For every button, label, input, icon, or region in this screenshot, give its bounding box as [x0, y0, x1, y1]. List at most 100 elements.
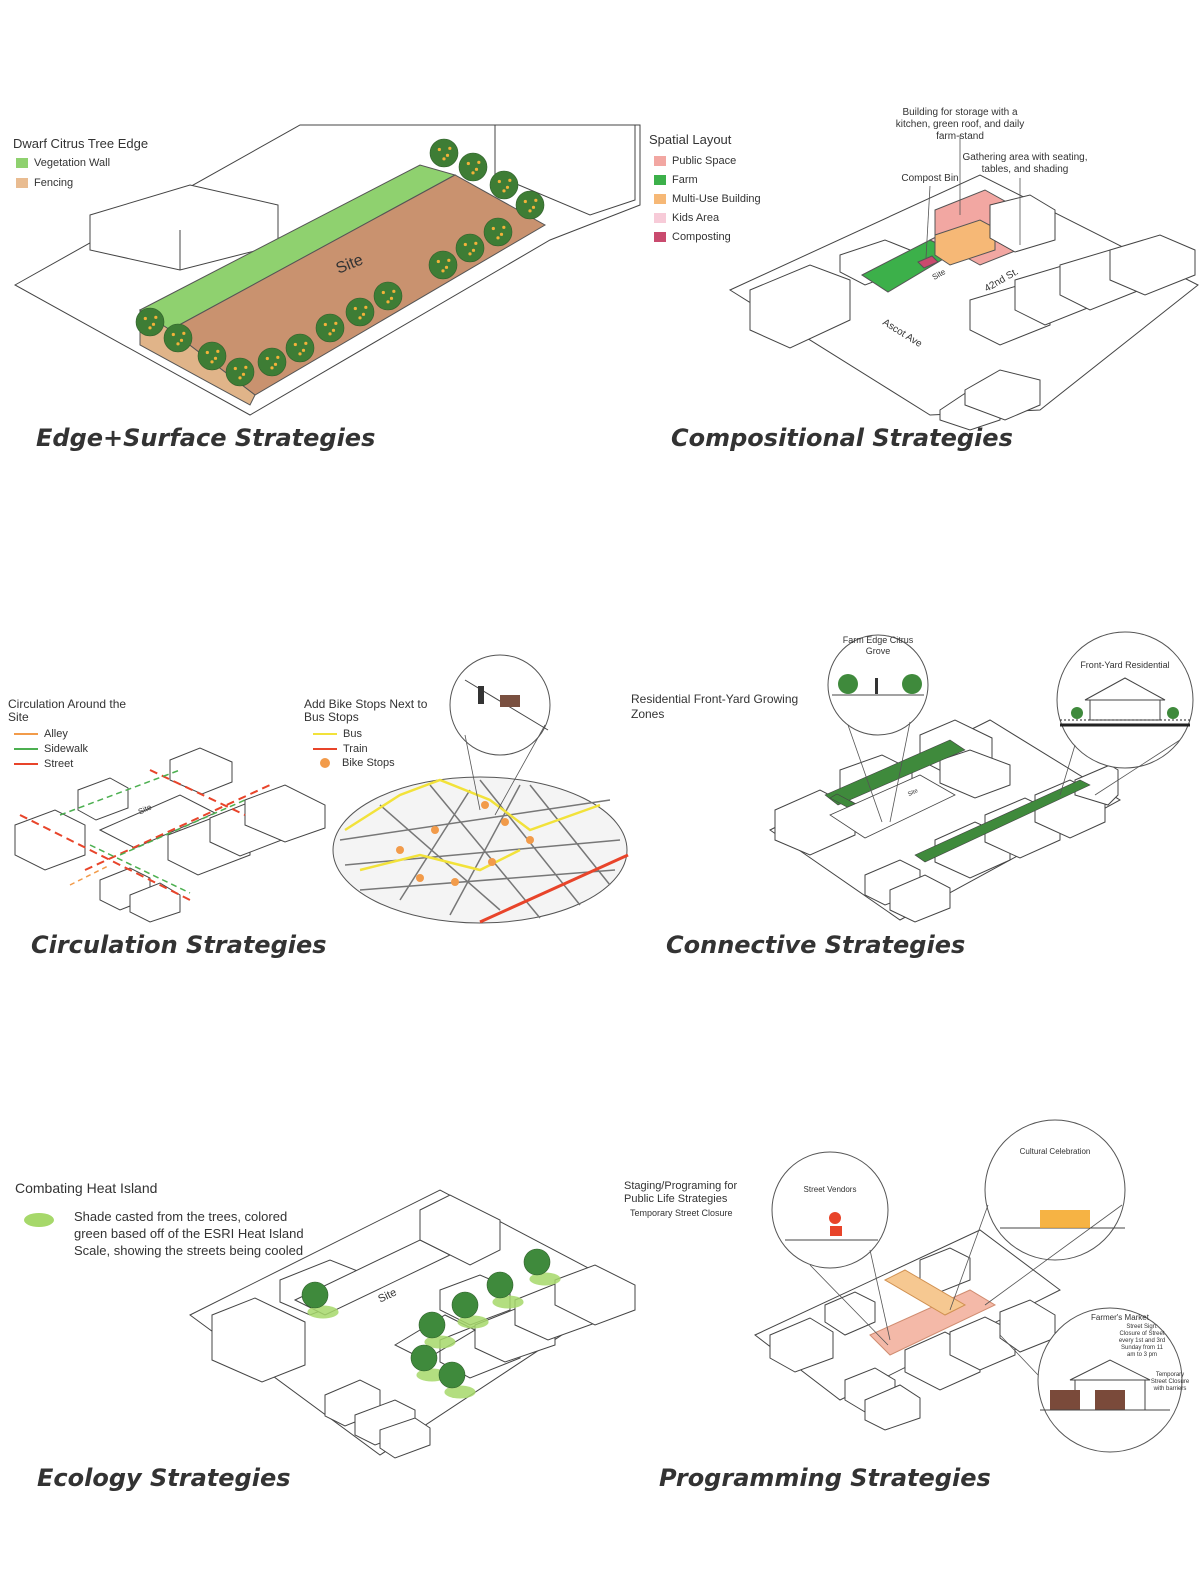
tree-icon	[315, 313, 345, 343]
fencing-swatch	[16, 178, 28, 188]
legend-bus: Bus	[313, 728, 362, 740]
tree-icon	[257, 347, 287, 377]
legend-street: Street	[14, 758, 73, 770]
train-label: Train	[343, 743, 368, 755]
compositional-legend-title: Spatial Layout	[649, 132, 732, 147]
tree-icon	[163, 323, 193, 353]
tree-icon	[197, 341, 227, 371]
alley-label: Alley	[44, 728, 68, 740]
connective-note-residential: Residential Front-Yard Growing Zones	[631, 692, 799, 721]
composting-swatch	[654, 232, 666, 242]
tree-icon	[489, 170, 519, 200]
tree-icon	[523, 1248, 561, 1286]
train-line-swatch	[313, 748, 337, 750]
programming-note-closure: Temporary Street Closure	[630, 1208, 733, 1218]
legend-farm: Farm	[654, 174, 698, 186]
programming-note-staging: Staging/Programing for Public Life Strat…	[624, 1180, 738, 1205]
legend-alley: Alley	[14, 728, 68, 740]
sidewalk-line-swatch	[14, 748, 38, 750]
tree-icon	[486, 1271, 524, 1309]
ecology-panel: Combating Heat Island Shade casted from …	[0, 1100, 640, 1520]
connective-site-diagram	[769, 631, 1194, 923]
kids-area-label: Kids Area	[672, 212, 720, 224]
bike-stop-dot-swatch	[320, 758, 330, 768]
programming-title: Programming Strategies	[659, 1464, 991, 1492]
alley-line-swatch	[14, 733, 38, 735]
programming-site-diagram	[754, 1119, 1183, 1453]
compositional-title: Compositional Strategies	[671, 424, 1013, 452]
ecology-legend-title: Combating Heat Island	[15, 1180, 158, 1196]
farm-label: Farm	[672, 174, 698, 186]
note-gathering: Gathering area with seating, tables, and…	[962, 152, 1088, 175]
compositional-panel: Spatial Layout Public Space Farm Multi-U…	[600, 0, 1200, 470]
street-label: Street	[44, 758, 74, 770]
circulation-title: Circulation Strategies	[31, 931, 327, 959]
circulation-panel: Circulation Around the Site Alley Sidewa…	[0, 600, 640, 980]
ecology-title: Ecology Strategies	[37, 1464, 291, 1492]
kids-area-swatch	[654, 213, 666, 223]
tree-icon	[429, 138, 459, 168]
tree-icon	[428, 250, 458, 280]
edge-legend-title: Dwarf Citrus Tree Edge	[13, 136, 149, 151]
tree-icon	[451, 1291, 489, 1329]
sidewalk-label: Sidewalk	[44, 743, 89, 755]
legend-train: Train	[313, 743, 368, 755]
note-compost-bin: Compost Bin	[901, 173, 959, 184]
compositional-site-diagram	[728, 174, 1199, 431]
legend-public-space: Public Space	[654, 155, 736, 167]
legend-bike-stops: Bike Stops	[320, 757, 395, 769]
tree-icon	[345, 297, 375, 327]
multi-use-building-label: Multi-Use Building	[672, 193, 761, 205]
edge-site-diagram	[13, 124, 641, 416]
tree-icon	[438, 1361, 476, 1399]
street-line-swatch	[14, 763, 38, 765]
legend-composting: Composting	[654, 231, 731, 243]
edge-legend-fencing: Fencing	[16, 177, 73, 189]
callout-cultural-celebration: Cultural Celebration	[1019, 1147, 1091, 1156]
public-space-swatch	[654, 156, 666, 166]
legend-sidewalk: Sidewalk	[14, 743, 88, 755]
ecology-site-diagram	[189, 1189, 636, 1459]
callout-farmers-market: Farmer's Market	[1091, 1313, 1149, 1322]
circulation-legend-title: Circulation Around the Site	[8, 697, 127, 724]
tree-icon	[373, 281, 403, 311]
tree-icon	[285, 333, 315, 363]
tree-icon	[301, 1281, 339, 1319]
programming-panel: Staging/Programing for Public Life Strat…	[620, 1100, 1200, 1520]
tree-group	[301, 1248, 561, 1399]
bike-legend-title: Add Bike Stops Next to Bus Stops	[304, 697, 428, 724]
bus-line-swatch	[313, 733, 337, 735]
vegetation-wall-swatch	[16, 158, 28, 168]
tree-icon	[458, 152, 488, 182]
bike-stops-label: Bike Stops	[342, 757, 395, 769]
tree-icon	[515, 190, 545, 220]
tree-icon	[483, 217, 513, 247]
tree-icon	[225, 357, 255, 387]
vegetation-wall-label: Vegetation Wall	[34, 157, 111, 169]
edge-surface-panel: Dwarf Citrus Tree Edge Vegetation Wall F…	[0, 0, 641, 470]
composting-label: Composting	[672, 231, 731, 243]
market-note-sign: Street Sign: Closure of Street every 1st…	[1118, 1324, 1166, 1358]
legend-kids-area: Kids Area	[654, 212, 719, 224]
connective-panel: Residential Front-Yard Growing Zones Far…	[620, 600, 1200, 980]
note-building: Building for storage with a kitchen, gre…	[895, 107, 1025, 142]
market-note-barriers: Temporary Street Closure with barriers	[1150, 1372, 1190, 1392]
tree-icon	[455, 233, 485, 263]
tree-icon	[135, 307, 165, 337]
legend-multi-use-building: Multi-Use Building	[654, 193, 761, 205]
callout-street-vendors: Street Vendors	[803, 1185, 857, 1194]
ecology-legend-text: Shade casted from the trees, colored gre…	[74, 1209, 304, 1258]
multi-use-building-swatch	[654, 194, 666, 204]
tree-icon	[418, 1311, 456, 1349]
callout-front-yard: Front-Yard Residential	[1080, 660, 1170, 670]
farm-swatch	[654, 175, 666, 185]
public-space-label: Public Space	[672, 155, 737, 167]
callout-farm-edge: Farm Edge Citrus Grove	[842, 635, 914, 656]
tree-group	[135, 138, 545, 387]
edge-legend-vegetation-wall: Vegetation Wall	[16, 157, 110, 169]
circulation-site-diagram	[14, 654, 629, 924]
connective-title: Connective Strategies	[666, 931, 966, 959]
edge-surface-title: Edge+Surface Strategies	[36, 424, 376, 452]
bus-label: Bus	[343, 728, 362, 740]
fencing-label: Fencing	[34, 177, 74, 189]
